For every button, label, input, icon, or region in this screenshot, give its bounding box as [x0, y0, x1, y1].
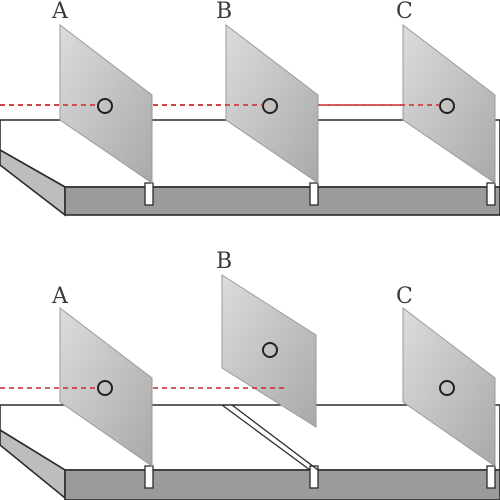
card-b-hole	[262, 98, 278, 114]
card-a	[59, 306, 153, 467]
card-slot-a	[144, 182, 154, 206]
card-label-a: A	[51, 0, 69, 24]
panel-aligned: A B C	[0, 0, 500, 217]
card-label-c: C	[396, 284, 413, 309]
card-b	[225, 23, 319, 184]
card-label-b: B	[216, 249, 232, 274]
card-label-c: C	[396, 0, 413, 24]
card-c-hole	[439, 98, 455, 114]
card-slot-b	[309, 182, 319, 206]
card-slot-b	[309, 465, 319, 489]
card-slot-c	[486, 465, 496, 489]
rail-front-face	[64, 469, 500, 500]
card-slot-c	[486, 182, 496, 206]
card-slot-a	[144, 465, 154, 489]
card-c	[402, 306, 496, 467]
card-b-hole	[262, 342, 278, 358]
panel-misaligned: A B C	[0, 249, 500, 500]
card-a-hole	[97, 380, 113, 396]
card-b-empty-groove	[231, 404, 319, 471]
card-c-hole	[439, 380, 455, 396]
card-c	[402, 23, 496, 184]
card-a	[59, 23, 153, 184]
card-a-hole	[97, 98, 113, 114]
card-b-shifted	[221, 274, 317, 428]
card-label-a: A	[51, 284, 69, 309]
card-b-empty-groove	[221, 404, 311, 471]
rail-front-face	[64, 186, 500, 216]
card-label-b: B	[216, 0, 232, 24]
